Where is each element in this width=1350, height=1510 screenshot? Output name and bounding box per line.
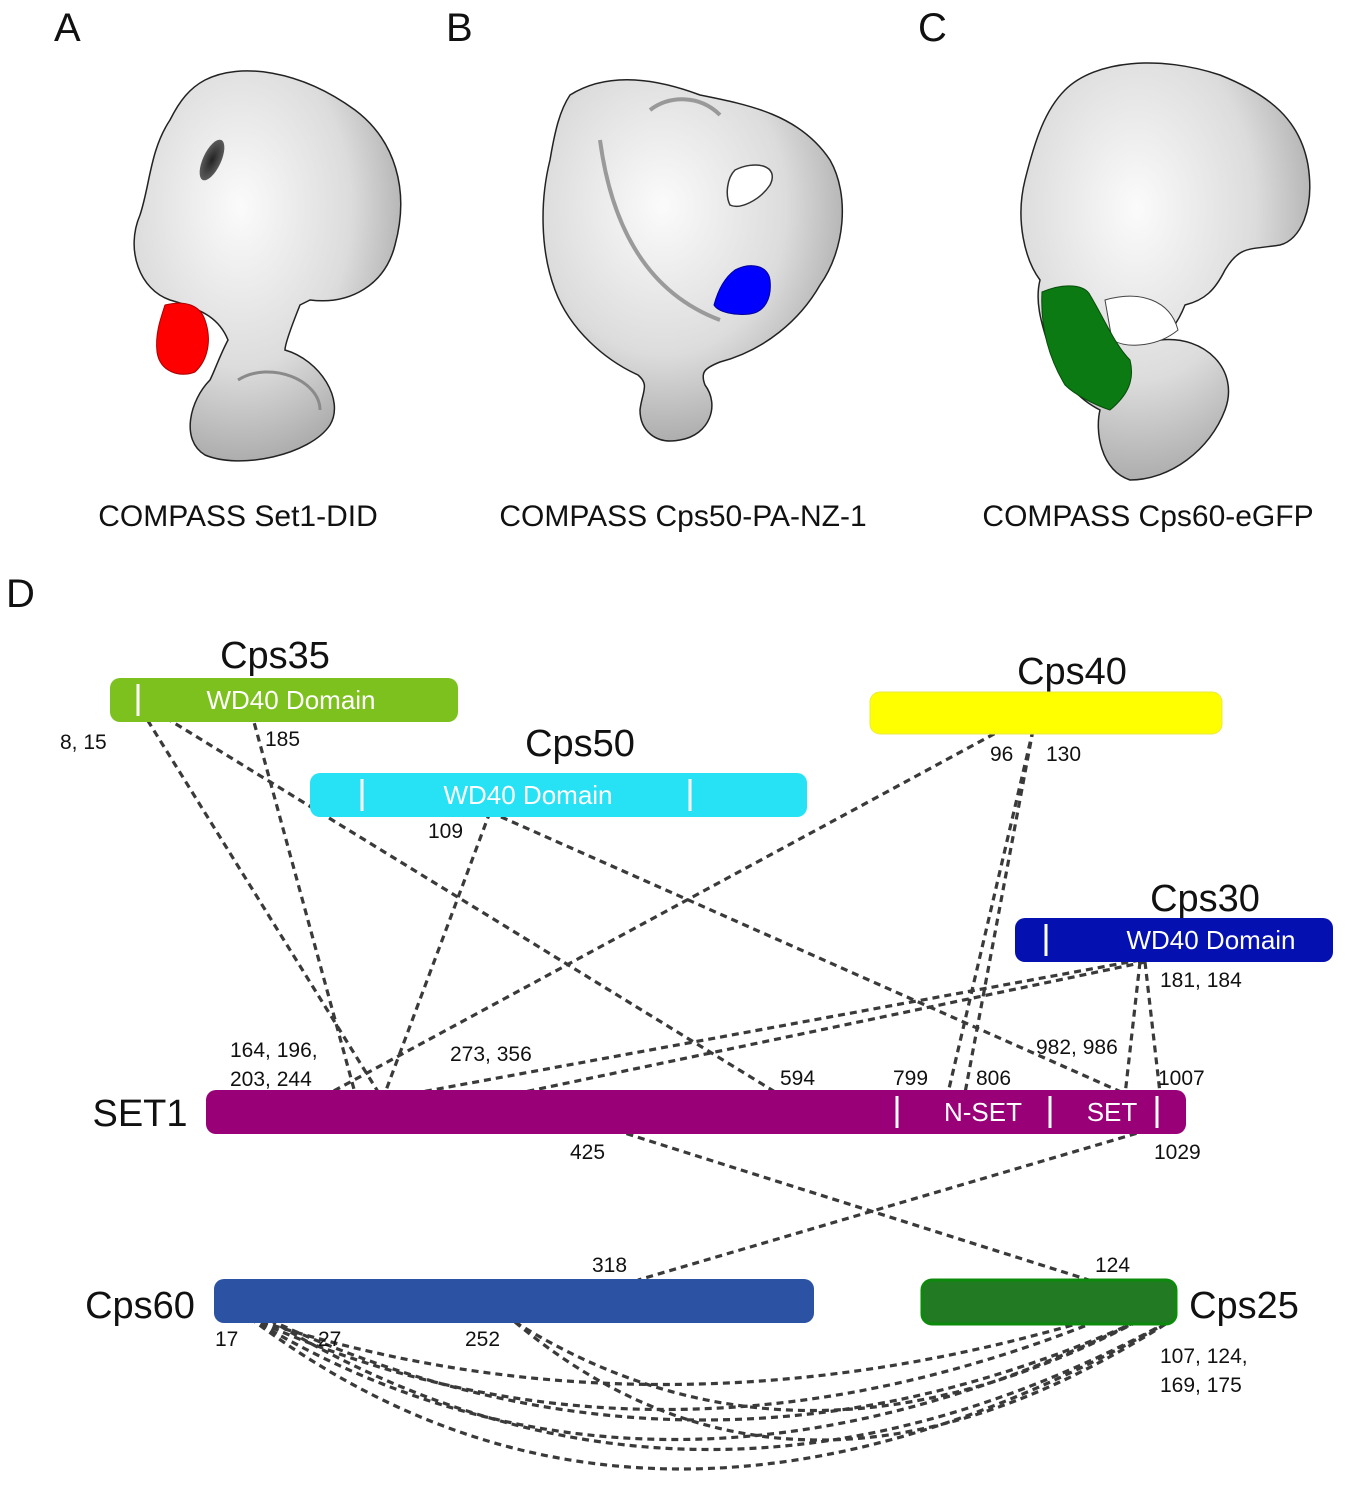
crosslink-line [249,1316,1176,1471]
em-map-a [133,70,402,462]
protein-bar-cps60 [214,1279,814,1323]
domain-label-cps30: WD40 Domain [1126,925,1295,955]
crosslink-line [269,1318,1141,1422]
residue-labels: 8, 15 185 109 96 130 181, 184 164, 196, … [60,728,1248,1397]
residue-label: 806 [976,1067,1011,1090]
crosslink-line [963,729,1035,1094]
em-map-c [1020,62,1311,481]
domain-label-set: SET [1087,1097,1138,1127]
residue-label: 107, 124, [1160,1345,1248,1368]
protein-name-cps30: Cps30 [1150,878,1260,920]
protein-bar-cps35 [110,678,458,722]
protein-bar-cps25 [920,1278,1178,1326]
protein-bar-cps50 [310,773,807,817]
crosslink-line [246,699,357,1094]
crosslink-line [144,703,781,1097]
crosslink-line [133,699,382,1096]
caption-c: COMPASS Cps60-eGFP [982,500,1314,533]
crosslink-line [1123,961,1142,1096]
residue-label: 1007 [1158,1067,1205,1090]
domain-label-n-set: N-SET [944,1097,1022,1127]
residue-label: 96 [990,743,1013,766]
domain-label-cps35: WD40 Domain [206,685,375,715]
protein-name-cps50: Cps50 [525,723,635,765]
protein-cps25: Cps25 [920,1278,1299,1327]
residue-label: 27 [318,1328,341,1351]
residue-label: 1029 [1154,1141,1201,1164]
residue-label: 318 [592,1254,627,1277]
set1-did-highlight [156,302,209,375]
crosslink-line [513,1316,1176,1442]
protein-bar-cps30 [1015,918,1333,962]
protein-name-cps25: Cps25 [1189,1285,1299,1327]
residue-label: 8, 15 [60,731,107,754]
crosslink-line [269,1316,1176,1452]
protein-cps30: Cps30 WD40 Domain [1015,878,1333,962]
panel-label-a: A [54,6,81,50]
protein-cps60: Cps60 [85,1279,814,1327]
crosslink-line [637,1128,1149,1282]
crosslink-line [404,958,1141,1097]
crosslink-line [383,811,492,1094]
crosslink-line [514,1318,1141,1413]
crosslink-lines [133,699,1176,1471]
crosslink-line [329,726,1006,1095]
residue-label: 169, 175 [1160,1374,1242,1397]
crosslink-line [614,1128,1096,1284]
residue-label: 181, 184 [1160,969,1242,992]
crosslink-line [946,729,1035,1094]
panel-label-d: D [6,572,35,616]
em-map-b [542,79,844,442]
cps60-egfp-highlight [1041,285,1133,411]
protein-cps35: Cps35 WD40 Domain [110,635,458,722]
panel-label-b: B [446,6,473,50]
residue-label: 109 [428,820,463,843]
protein-cps40: Cps40 [869,651,1223,735]
protein-bar-set1 [206,1090,1186,1134]
protein-name-cps60: Cps60 [85,1285,195,1327]
crosslink-line [1143,961,1162,1094]
residue-label: 130 [1046,743,1081,766]
residue-label: 799 [893,1067,928,1090]
protein-name-set1: SET1 [92,1093,187,1135]
crosslink-line [489,810,1129,1097]
residue-label: 17 [215,1328,238,1351]
protein-bar-cps40 [869,691,1223,735]
residue-label: 982, 986 [1036,1036,1118,1059]
residue-label: 273, 356 [450,1043,532,1066]
caption-b: COMPASS Cps50-PA-NZ-1 [499,500,867,533]
residue-label: 252 [465,1328,500,1351]
protein-set1: SET1 N-SET SET [92,1090,1186,1135]
protein-name-cps40: Cps40 [1017,651,1127,693]
residue-label: 203, 244 [230,1068,312,1091]
crosslink-line [249,1316,1091,1387]
residue-label: 594 [780,1067,815,1090]
crosslink-line [249,1316,1141,1442]
residue-label: 425 [570,1141,605,1164]
caption-a: COMPASS Set1-DID [98,500,378,533]
residue-label: 164, 196, [230,1039,318,1062]
domain-label-cps50: WD40 Domain [443,780,612,810]
crosslink-line [509,960,1146,1097]
residue-label: 185 [265,728,300,751]
protein-name-cps35: Cps35 [220,635,330,677]
protein-cps50: Cps50 WD40 Domain [310,723,807,817]
cps50-pa-highlight [713,265,771,315]
panel-label-c: C [918,6,947,50]
residue-label: 124 [1095,1254,1130,1277]
